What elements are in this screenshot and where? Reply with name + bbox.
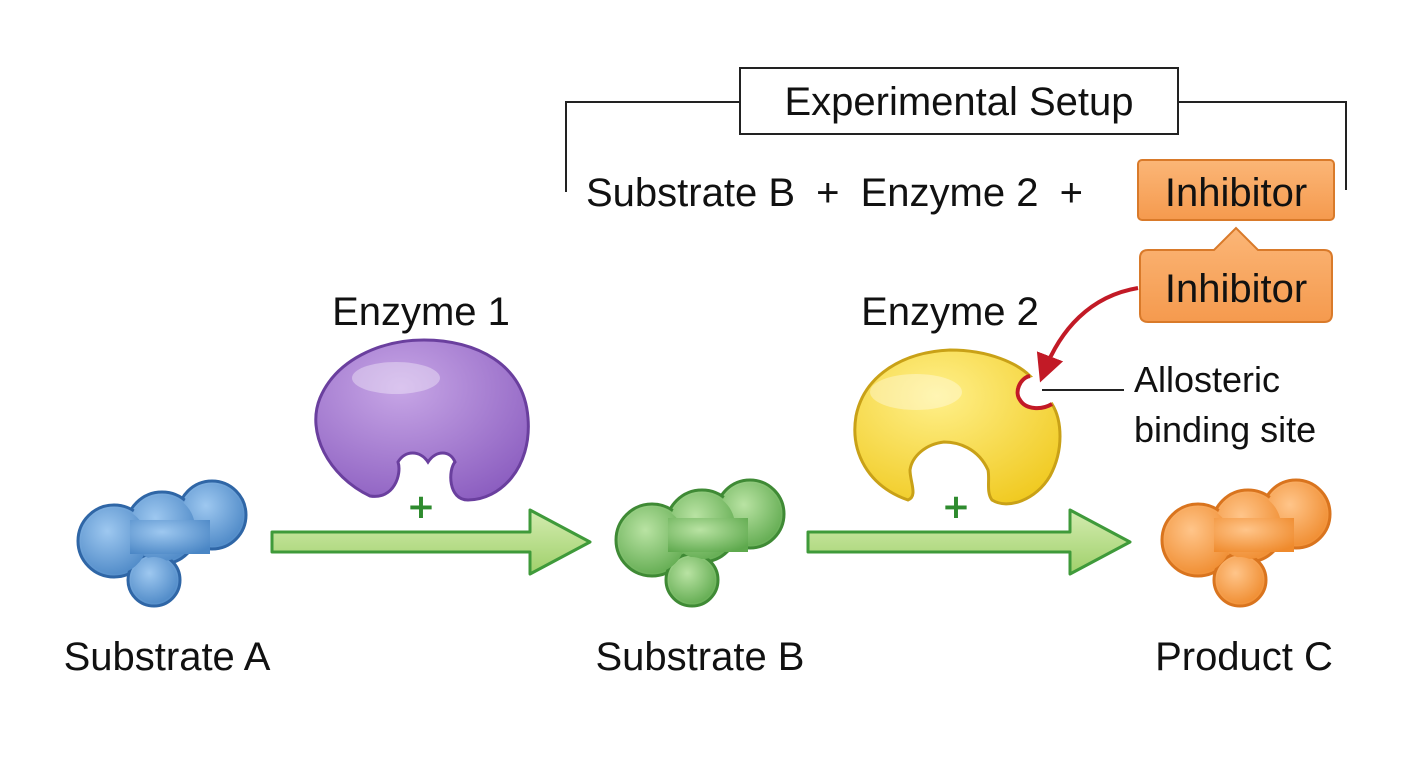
substrate-a: Substrate A [64, 479, 271, 679]
allosteric-line-2: binding site [1134, 409, 1316, 450]
inhibition-arrow [1036, 286, 1139, 383]
enzyme-1-plus: + [407, 487, 436, 527]
setup-formula: Substrate B + Enzyme 2 + Inhibitor [586, 159, 1335, 221]
substrate-a-label: Substrate A [64, 635, 271, 679]
enzyme-1-highlight [352, 362, 440, 394]
enzyme-2-shape [853, 348, 1062, 506]
inhibitor-label: Inhibitor [1165, 267, 1307, 311]
product-c-label: Product C [1155, 635, 1333, 679]
allosteric-site-marker [1015, 374, 1054, 411]
experimental-setup-bracket: Experimental Setup [565, 67, 1347, 192]
enzyme-2-plus: + [942, 487, 971, 527]
reaction-arrow-1 [270, 508, 592, 576]
setup-title: Experimental Setup [784, 80, 1133, 124]
allosteric-site-callout: Allosteric binding site [1042, 359, 1316, 450]
enzyme-1: Enzyme 1 + [314, 290, 530, 527]
product-c: Product C [1155, 478, 1333, 679]
formula-plus-1: + [816, 171, 839, 215]
formula-inhibitor: Inhibitor [1165, 171, 1307, 215]
formula-substrate: Substrate B [586, 171, 795, 215]
enzyme-1-label: Enzyme 1 [332, 290, 510, 334]
inhibitor-box [1139, 226, 1333, 323]
setup-title-box [739, 67, 1179, 135]
enzyme-2-highlight [870, 374, 962, 410]
formula-plus-2: + [1060, 171, 1083, 215]
enzyme-2-label: Enzyme 2 [861, 290, 1039, 334]
svg-text:Substrate B + Enzy: Substrate B + Enzyme 2 + [586, 171, 1083, 215]
reaction-arrow-2 [806, 508, 1132, 576]
formula-enzyme: Enzyme 2 [861, 171, 1039, 215]
inhibitor-callout: Inhibitor [1139, 226, 1333, 323]
substrate-b: Substrate B [595, 478, 805, 679]
enzyme-2: Enzyme 2 + [853, 290, 1062, 527]
enzyme-1-shape [314, 338, 530, 502]
allosteric-line-1: Allosteric [1134, 359, 1280, 400]
formula-inhibitor-box [1137, 159, 1335, 221]
substrate-b-label: Substrate B [595, 635, 804, 679]
